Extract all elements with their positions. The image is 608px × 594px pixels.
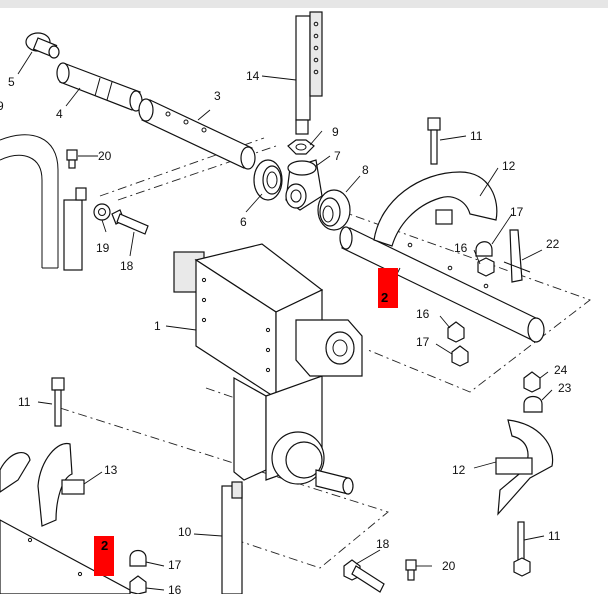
callout-6: 6 — [240, 215, 247, 229]
callout-20-upper: 20 — [98, 149, 112, 163]
callout-14: 14 — [246, 69, 260, 83]
part-11-bolt-lower-left — [51, 377, 65, 427]
part-12-clamp-lower — [495, 419, 554, 516]
callout-17-lower: 17 — [168, 558, 182, 572]
part-20-grease-fitting-upper — [66, 149, 78, 169]
part-19-washer — [93, 203, 111, 221]
part-1-gearbox — [173, 243, 363, 495]
part-9-nut — [287, 139, 315, 155]
callout-2-lower: 2 — [101, 538, 108, 553]
part-5-pin — [25, 32, 60, 59]
callout-7: 7 — [334, 149, 341, 163]
part-10-bar — [221, 481, 243, 594]
callout-13: 13 — [104, 463, 118, 477]
highlight-part-2-lower[interactable]: 2 — [94, 536, 114, 576]
callout-10: 10 — [178, 525, 192, 539]
callout-9: 9 — [332, 125, 339, 139]
part-11-bolt-lower-right — [513, 521, 531, 577]
part-17-cap-upper — [475, 241, 493, 257]
callout-9-left: 9 — [0, 99, 4, 113]
part-4-shaft — [56, 62, 143, 112]
callout-labels: 1 3 4 5 6 7 8 9 9 10 11 11 11 12 12 13 1… — [0, 69, 572, 594]
part-6-bushing — [253, 159, 283, 201]
part-18-bolt-lower — [343, 559, 385, 593]
callout-23: 23 — [558, 381, 572, 395]
callout-11-lower-right: 11 — [548, 529, 561, 543]
top-bar — [0, 0, 608, 8]
callout-1: 1 — [154, 319, 161, 333]
callout-11-lower-left: 11 — [18, 395, 31, 409]
callout-17-middle: 17 — [416, 335, 430, 349]
part-16-nut-upper — [477, 257, 495, 277]
part-3-shaft — [138, 98, 256, 170]
callout-16-upper: 16 — [454, 241, 468, 255]
callout-18-lower: 18 — [376, 537, 390, 551]
part-22-tine — [503, 229, 531, 283]
part-7-swivel — [285, 159, 323, 211]
part-20-grease-fitting-lower — [405, 559, 417, 581]
callout-18-upper: 18 — [120, 259, 134, 273]
frame-partial — [0, 134, 87, 271]
part-18-bolt-upper — [111, 209, 149, 235]
callout-16-middle: 16 — [416, 307, 430, 321]
callout-22: 22 — [546, 237, 560, 251]
part-12-clamp-left — [0, 452, 31, 493]
part-14-bar — [295, 11, 323, 135]
part-8-ring — [317, 189, 351, 231]
part-2-tube-upper — [339, 226, 545, 343]
part-13-clamp — [37, 442, 85, 527]
part-11-bolt-upper — [427, 117, 441, 165]
callout-5: 5 — [8, 75, 15, 89]
callout-12-lower: 12 — [452, 463, 466, 477]
callout-11-upper: 11 — [470, 129, 483, 143]
callout-2-upper: 2 — [381, 290, 388, 305]
highlight-part-2-upper[interactable]: 2 — [378, 268, 398, 308]
callout-12-upper: 12 — [502, 159, 516, 173]
parts-23-24 — [523, 371, 543, 413]
parts-17-16-lower — [129, 549, 147, 594]
callout-3: 3 — [214, 89, 221, 103]
callout-4: 4 — [56, 107, 63, 121]
callout-24: 24 — [554, 363, 568, 377]
callout-16-lower: 16 — [168, 583, 182, 594]
highlight-box — [94, 536, 114, 576]
callout-19: 19 — [96, 241, 110, 255]
parts-16-17-loose — [447, 321, 469, 367]
callout-20-lower: 20 — [442, 559, 456, 573]
callout-8: 8 — [362, 163, 369, 177]
highlight-box — [378, 268, 398, 308]
callout-17-upper: 17 — [510, 205, 524, 219]
part-12-clamp-upper — [373, 171, 498, 247]
